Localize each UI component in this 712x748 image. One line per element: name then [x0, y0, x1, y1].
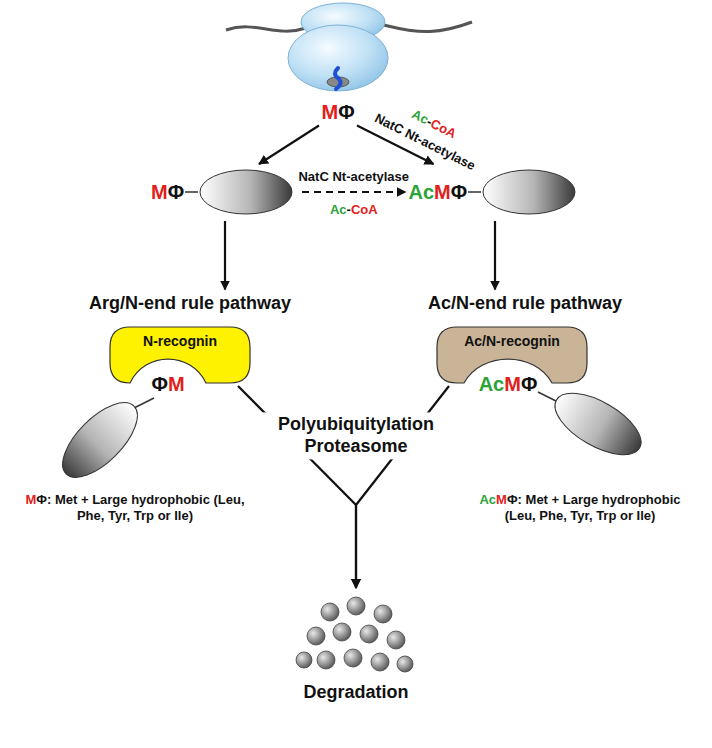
cofactor-label: Ac-CoA — [330, 202, 378, 218]
reaction-arrow — [259, 126, 319, 165]
pathway-title-text: Ac/N-end rule pathway — [426, 293, 625, 314]
degradation-node: Degradation — [301, 590, 411, 703]
reaction-arrow — [224, 221, 226, 290]
pathway-title: Ac/N-end rule pathway — [426, 293, 625, 314]
protein-body — [467, 166, 577, 218]
ribosome-product-text: MΦ — [319, 101, 357, 124]
residue-note: AcMΦ: Met + Large hydrophobic (Leu, Phe,… — [465, 492, 695, 523]
protein-body — [184, 166, 294, 218]
protein-substrate-text: AcMΦ — [409, 181, 468, 204]
pathway-title: Arg/N-end rule pathway — [87, 293, 294, 314]
degradation-node-text: Degradation — [301, 682, 411, 703]
bound-substrate-text: AcMΦ — [477, 373, 540, 396]
recognin-shape-text: N-recognin — [110, 333, 250, 349]
residue-note: MΦ: Met + Large hydrophobic (Leu, Phe, T… — [25, 492, 245, 523]
peptide-fragments — [296, 597, 413, 672]
bound-substrate: AcMΦ — [477, 373, 540, 396]
bound-substrate: ΦM — [149, 373, 187, 396]
protein-substrate: MΦ — [151, 166, 299, 218]
ribosome — [226, 3, 472, 91]
ribosome-product: MΦ — [319, 101, 357, 124]
dashed-arrow — [302, 191, 406, 193]
process-label: Polyubiquitylation Proteasome — [260, 412, 452, 459]
enzyme-label: NatC Nt-acetylase — [298, 169, 409, 185]
bound-substrate-text: ΦM — [149, 373, 187, 396]
reaction-arrow — [494, 221, 496, 290]
pathway-title-text: Arg/N-end rule pathway — [87, 293, 294, 314]
protein-substrate: AcMΦ — [409, 166, 582, 218]
recognin-shape-text: Ac/N-recognin — [437, 333, 587, 349]
protein-substrate-text: MΦ — [151, 181, 184, 204]
bound-protein — [51, 381, 651, 490]
